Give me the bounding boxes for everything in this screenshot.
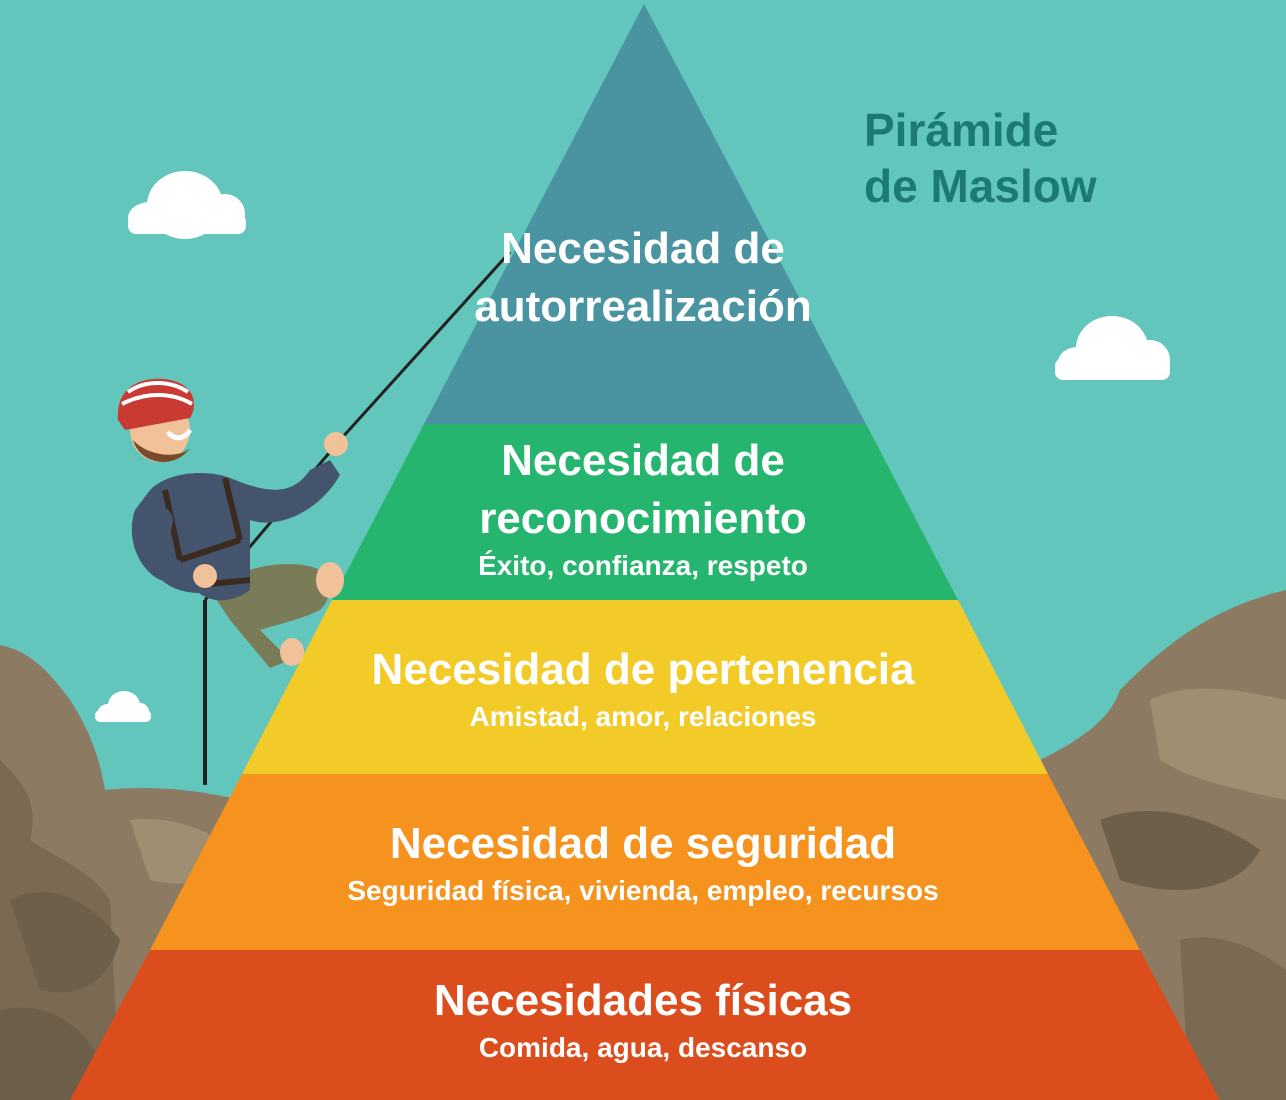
title-line-2: de Maslow: [864, 160, 1097, 212]
pyramid-level-self-actualization: [424, 4, 866, 424]
level-label-belonging: Necesidad de pertenencia Amistad, amor, …: [0, 641, 1286, 735]
pyramid-level-belonging: [242, 600, 1048, 774]
level-heading: Necesidad de seguridad: [389, 819, 897, 868]
level-label-self-actualization: Necesidad de autorrealización: [0, 220, 1286, 336]
level-detail: Comida, agua, descanso: [478, 1032, 808, 1063]
level-detail: Amistad, amor, relaciones: [469, 701, 817, 732]
level-heading: Necesidad de: [501, 224, 785, 273]
pyramid-level-esteem: [332, 424, 958, 600]
title-line-1: Pirámide: [864, 104, 1059, 156]
level-label-safety: Necesidad de seguridad Seguridad física,…: [0, 815, 1286, 909]
level-label-physiological: Necesidades físicas Comida, agua, descan…: [0, 972, 1286, 1066]
level-heading: Necesidad de pertenencia: [371, 645, 915, 694]
cloud-icon: [1055, 316, 1170, 380]
level-heading: reconocimiento: [479, 494, 807, 543]
rope: [338, 250, 512, 442]
cloud-icon: [95, 691, 151, 722]
pyramid-level-physiological: [70, 950, 1220, 1100]
level-label-esteem: Necesidad de reconocimiento Éxito, confi…: [0, 432, 1286, 584]
pyramid-level-safety: [150, 774, 1140, 950]
level-heading: Necesidad de: [501, 436, 785, 485]
infographic-title: Pirámide de Maslow: [864, 102, 1097, 214]
level-heading: autorrealización: [474, 282, 812, 331]
level-detail: Seguridad física, vivienda, empleo, recu…: [347, 875, 939, 906]
level-detail: Éxito, confianza, respeto: [478, 550, 808, 581]
climber-figure: [117, 378, 348, 668]
level-heading: Necesidades físicas: [433, 976, 853, 1025]
cloud-icon: [128, 171, 246, 239]
